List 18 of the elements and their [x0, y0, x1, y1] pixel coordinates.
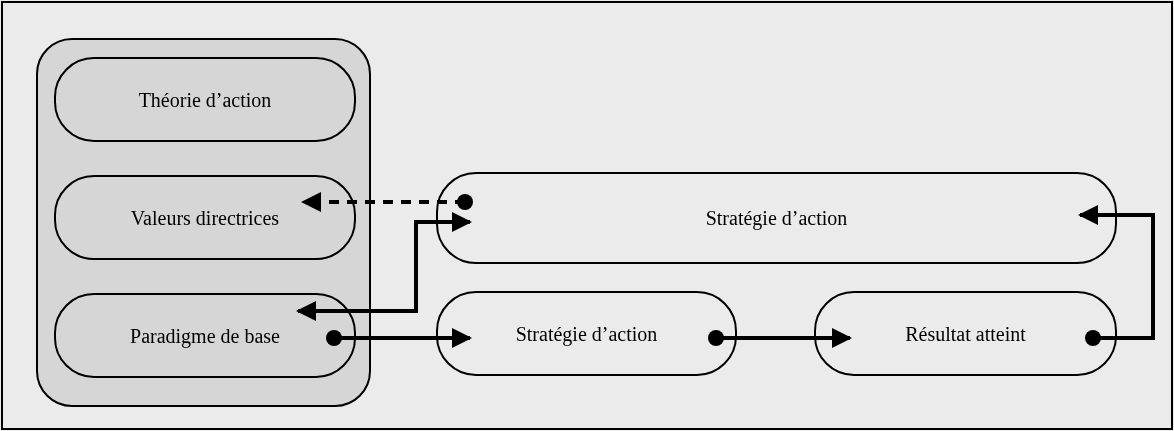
- box-label: Résultat atteint: [905, 321, 1026, 347]
- arrow: [296, 212, 472, 321]
- box-label: Théorie d’action: [138, 87, 272, 113]
- box-label: Valeurs directrices: [130, 205, 280, 231]
- arrow: [1078, 205, 1155, 346]
- arrow: [708, 328, 852, 348]
- process-box: [54, 175, 356, 260]
- process-box: [436, 172, 1117, 264]
- process-box: [436, 291, 737, 376]
- box-label: Paradigme de base: [130, 323, 280, 350]
- group-panel: [36, 38, 371, 407]
- box-label: Stratégie d’action: [705, 206, 848, 232]
- process-box: [814, 291, 1117, 376]
- process-box: [54, 57, 356, 142]
- box-label: Stratégie d’action: [515, 321, 658, 348]
- arrow: [301, 192, 473, 212]
- arrow: [326, 328, 472, 348]
- process-box: [54, 293, 356, 378]
